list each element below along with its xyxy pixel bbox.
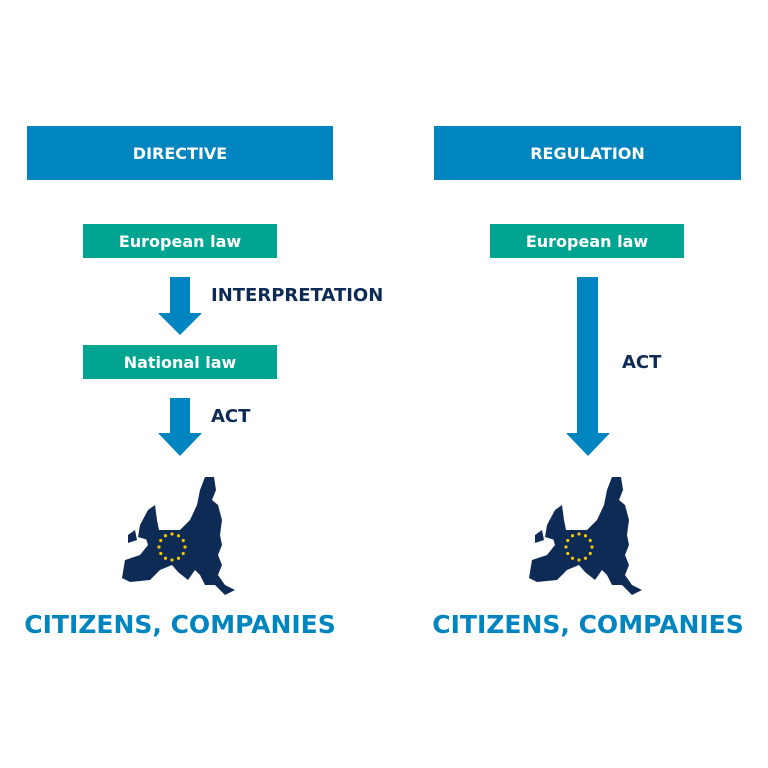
eu-star-icon <box>163 556 168 560</box>
eu-star-icon <box>157 545 161 549</box>
national-law-box: National law <box>83 345 277 379</box>
europe-map-icon <box>122 477 235 595</box>
arrow-interpretation <box>158 277 202 335</box>
arrow-act-directive <box>158 398 202 456</box>
eu-star-icon <box>159 538 163 543</box>
interpretation-label: INTERPRETATION <box>211 285 384 306</box>
eu-star-icon <box>170 558 174 562</box>
regulation-header: REGULATION <box>434 126 741 180</box>
eu-star-icon <box>159 551 163 556</box>
eu-star-icon <box>176 534 181 538</box>
eu-star-icon <box>183 545 187 549</box>
europe-map-icon-regulation <box>529 477 642 595</box>
directive-act-label: ACT <box>211 406 251 427</box>
eu-star-icon <box>181 551 185 556</box>
regulation-act-label: ACT <box>622 352 662 373</box>
eu-star-icon <box>170 532 174 536</box>
regulation-european-law-box: European law <box>490 224 684 258</box>
directive-header: DIRECTIVE <box>27 126 333 180</box>
directive-european-law-box: European law <box>83 224 277 258</box>
eu-star-icon <box>163 534 168 538</box>
eu-star-icon <box>181 538 185 543</box>
regulation-target-label: CITIZENS, COMPANIES <box>432 610 744 639</box>
directive-target-label: CITIZENS, COMPANIES <box>24 610 336 639</box>
arrow-act-regulation <box>566 277 610 456</box>
eu-star-icon <box>176 556 181 560</box>
